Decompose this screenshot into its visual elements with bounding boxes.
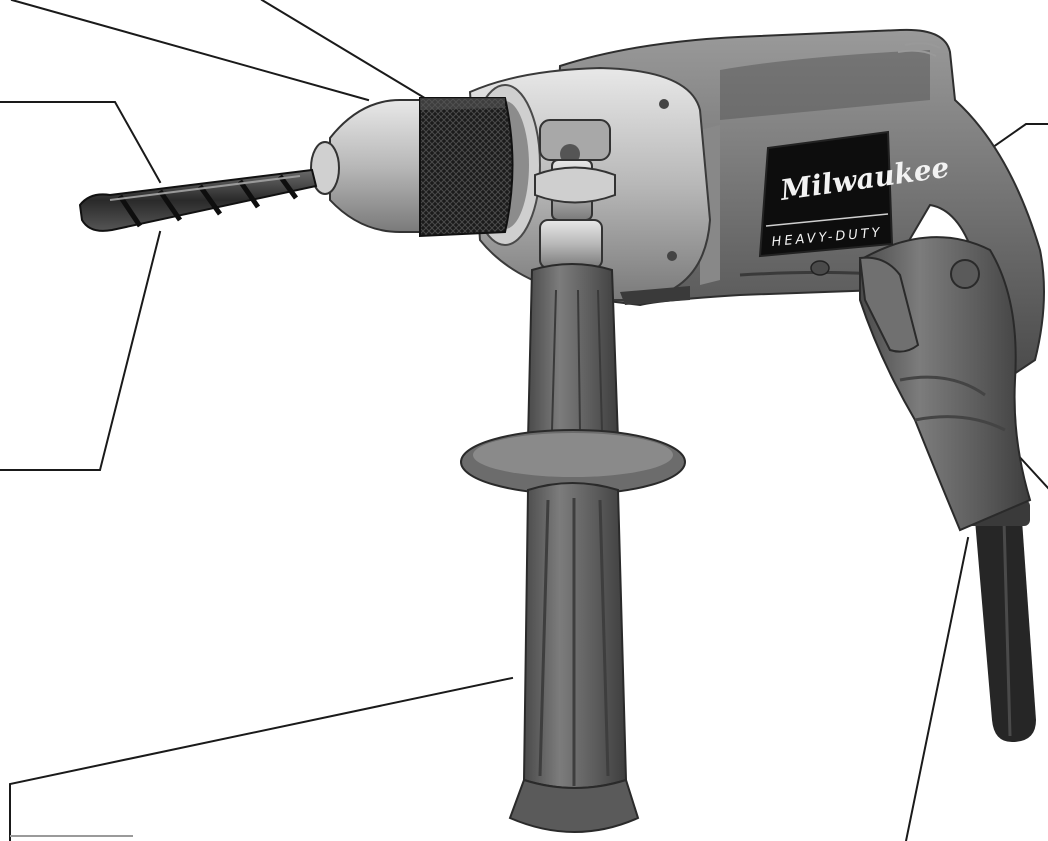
leader-chuck-right [260, 0, 430, 102]
drill-bit [78, 168, 318, 232]
lock-button [810, 260, 830, 276]
leader-bit-lower [0, 230, 162, 471]
power-cord [960, 500, 1036, 742]
leader-side-handle [9, 676, 514, 841]
trigger [858, 256, 920, 353]
leader-cord-guard [904, 536, 970, 841]
side-handle [460, 159, 686, 833]
chuck [310, 97, 514, 238]
leader-chuck-left [10, 0, 370, 102]
leader-bit [0, 101, 162, 184]
brand-badge: Milwaukee HEAVY-DUTY [758, 130, 951, 258]
